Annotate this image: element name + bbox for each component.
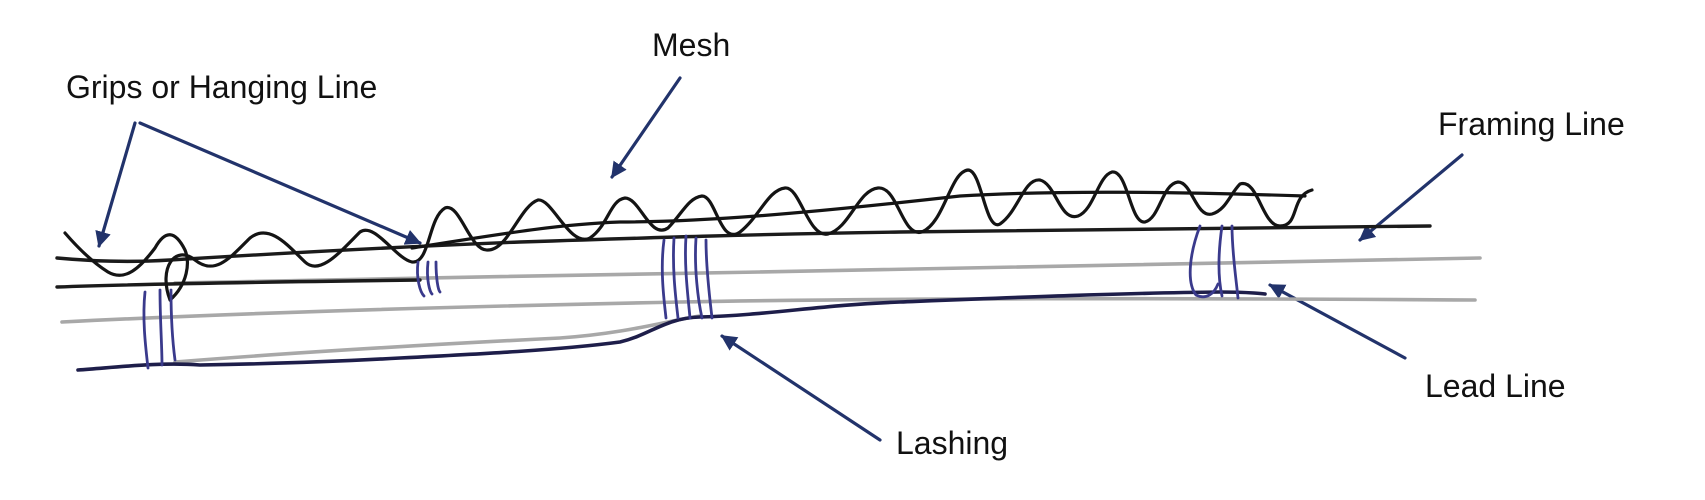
grey-lines: [60, 256, 1482, 364]
grey-line-upper: [173, 256, 1482, 285]
label-arrows: [95, 76, 1464, 442]
lashing-label: Lashing: [896, 425, 1008, 461]
mesh-arrow: [610, 76, 682, 179]
lashing-2: [416, 260, 442, 298]
lashing-4: [1188, 224, 1240, 300]
framing-lines: [55, 224, 1432, 289]
lead-line-arrow: [1268, 283, 1407, 360]
second-framing-line: [55, 278, 422, 289]
lashings: [142, 224, 1240, 370]
lashing-3: [660, 234, 714, 320]
grips-label: Grips or Hanging Line: [66, 69, 377, 105]
grips-arrow-right: [138, 121, 422, 245]
grey-line-lower-left: [173, 314, 702, 364]
lashing-arrow: [720, 334, 882, 442]
lashing-1: [142, 288, 177, 370]
lead-line: [76, 290, 1267, 372]
grips-arrow-left: [95, 121, 137, 248]
mesh-label: Mesh: [652, 27, 730, 63]
mesh-upper-strand: [410, 190, 1307, 250]
lead-line-label: Lead Line: [1425, 368, 1566, 404]
grey-line-lower: [60, 296, 1477, 324]
mesh: [63, 168, 1314, 302]
top-hanging-line: [55, 224, 1432, 263]
framing-line-label: Framing Line: [1438, 106, 1625, 142]
